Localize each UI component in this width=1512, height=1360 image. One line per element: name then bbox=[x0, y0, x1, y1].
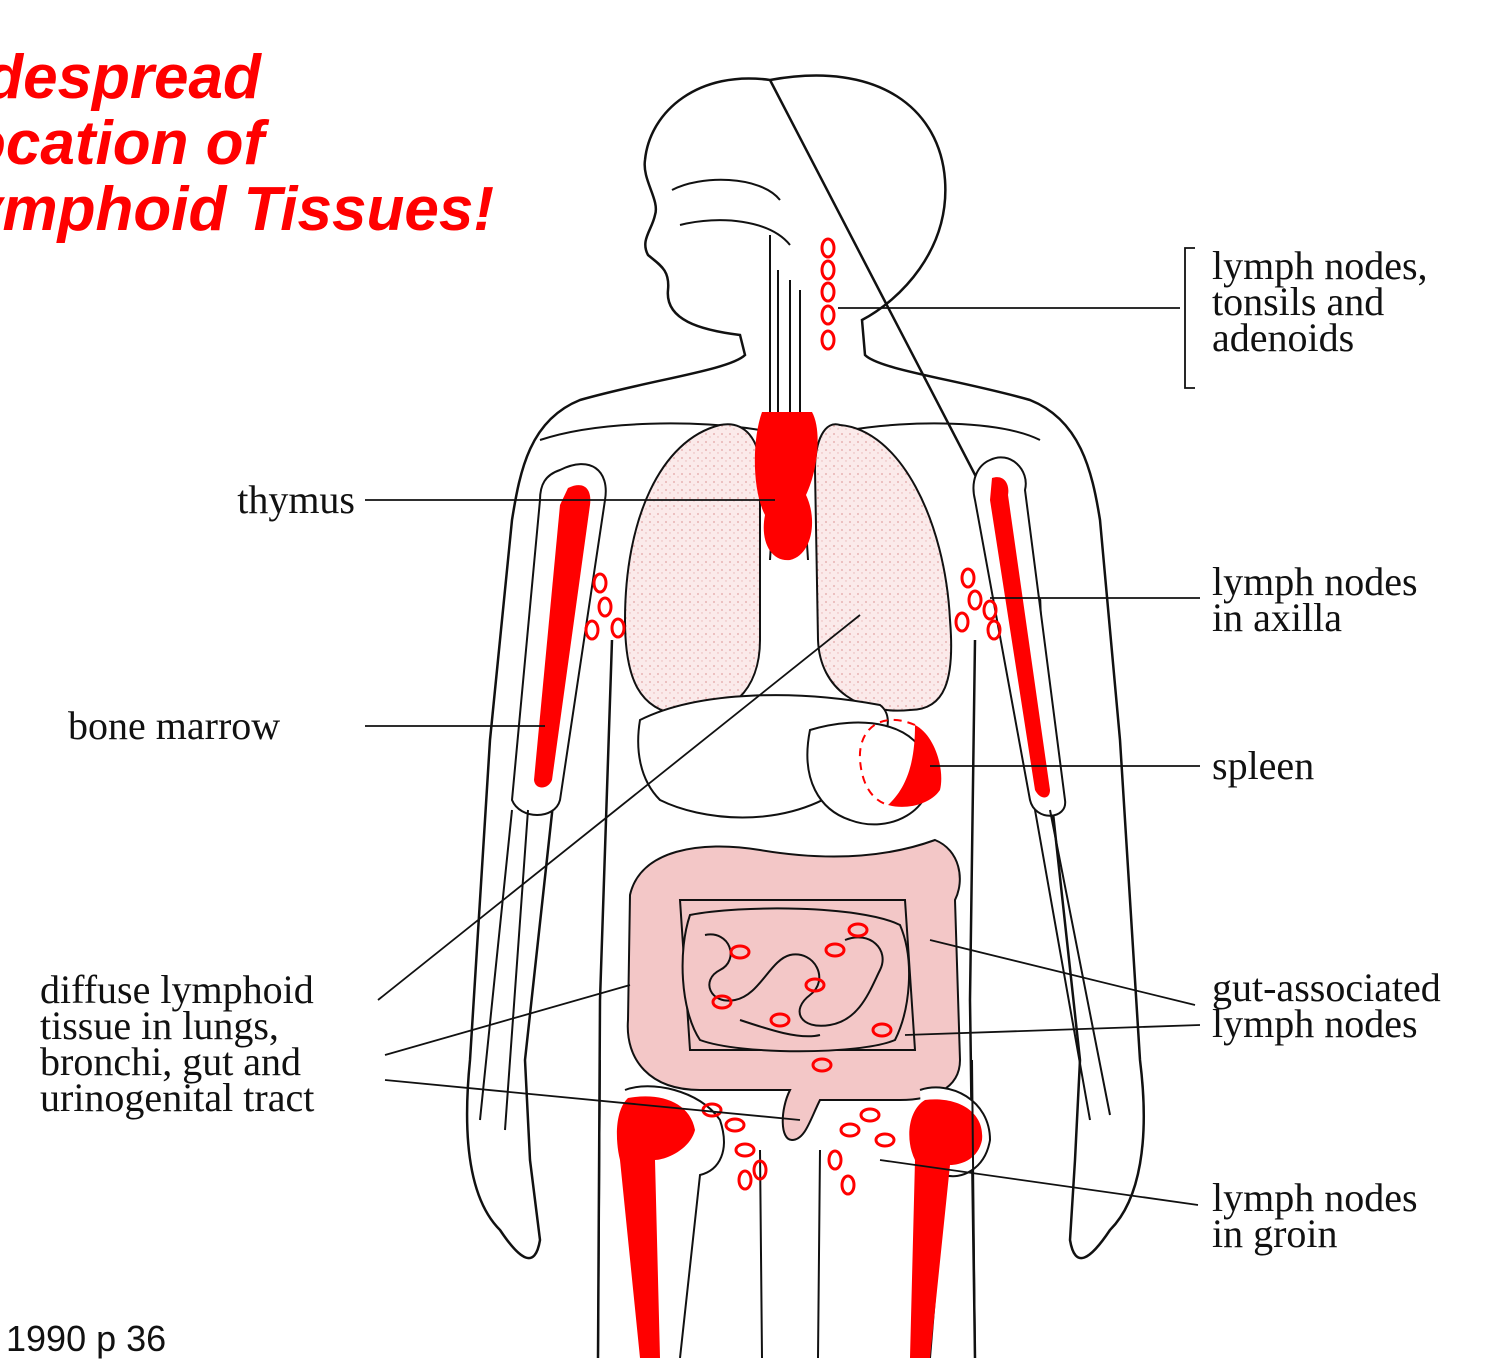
neck-lymph-nodes bbox=[822, 239, 834, 349]
right-femur-marrow bbox=[909, 1099, 982, 1358]
mouth-cavity bbox=[672, 180, 790, 245]
label-diffuse-lymphoid: diffuse lymphoid tissue in lungs, bronch… bbox=[40, 972, 314, 1116]
label-thymus: thymus bbox=[150, 482, 355, 518]
bracket-tonsils bbox=[1185, 248, 1195, 388]
label-spleen: spleen bbox=[1212, 748, 1314, 784]
leader-diffuse-gut bbox=[385, 985, 630, 1055]
left-lung bbox=[625, 424, 760, 715]
label-groin: lymph nodes in groin bbox=[1212, 1180, 1418, 1252]
thymus-organ bbox=[755, 412, 818, 560]
label-axilla: lymph nodes in axilla bbox=[1212, 564, 1418, 636]
right-lung bbox=[815, 424, 951, 710]
label-tonsils: lymph nodes, tonsils and adenoids bbox=[1212, 248, 1428, 356]
label-bone-marrow: bone marrow bbox=[68, 708, 280, 744]
trachea bbox=[770, 235, 800, 430]
label-gut-nodes: gut-associated lymph nodes bbox=[1212, 970, 1441, 1042]
citation: 1990 p 36 bbox=[6, 1318, 166, 1360]
